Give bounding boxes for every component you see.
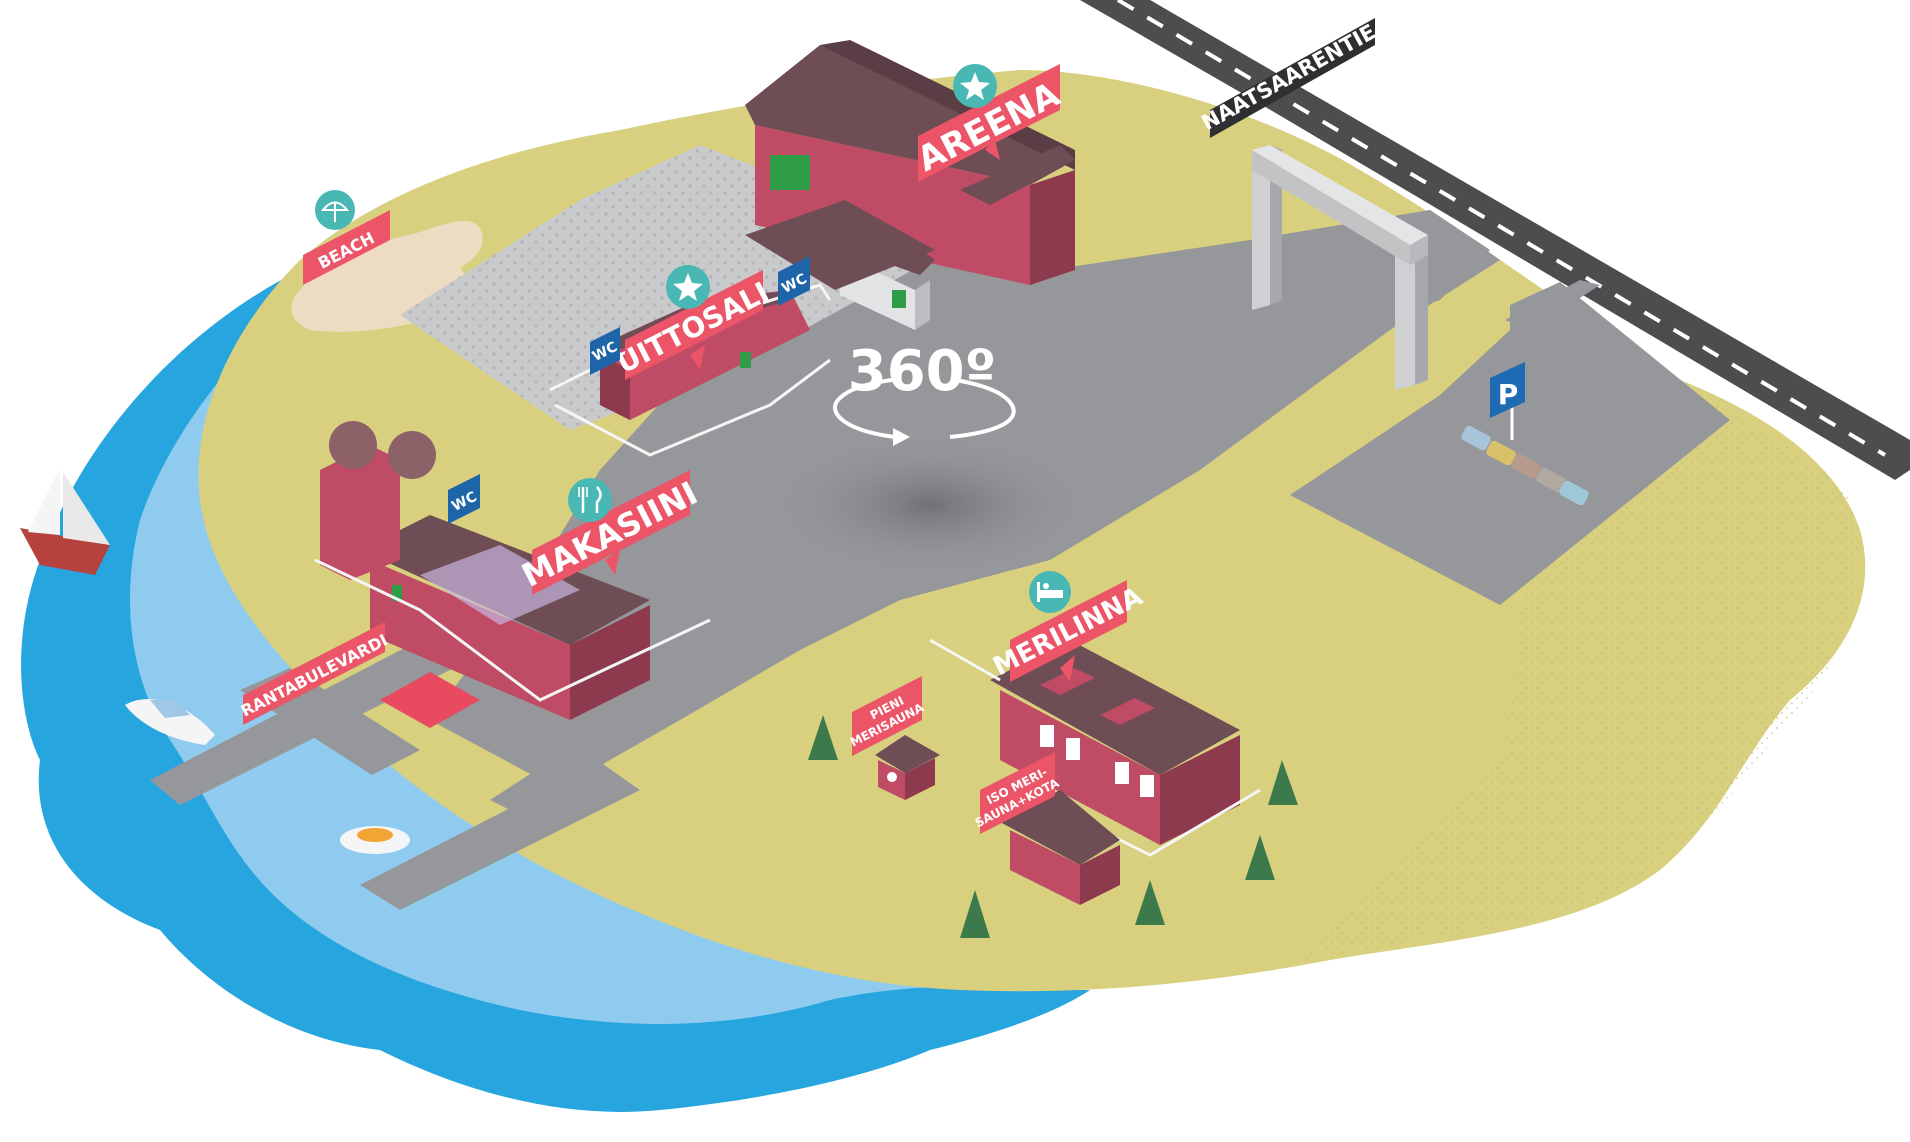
- wc-badge-uittosali-left[interactable]: WC: [590, 327, 620, 375]
- merilinna-building: [929, 638, 1261, 857]
- parking-label: P: [1498, 378, 1519, 411]
- makasiini-restaurant-icon: [568, 478, 612, 522]
- piers: [150, 640, 680, 910]
- iso-merisauna-building: [1000, 790, 1120, 905]
- land-grain: [1300, 340, 1860, 960]
- plaza-shadow: [770, 435, 1090, 575]
- parking-lot-top: [1505, 280, 1600, 330]
- parking-lot: [1290, 282, 1730, 605]
- parking-icon: [1490, 362, 1525, 418]
- makasiini-building: [314, 421, 711, 720]
- motorboat: [125, 699, 215, 745]
- parked-cars: [1461, 425, 1589, 506]
- jetski: [340, 826, 410, 854]
- wc-badge-makasiini[interactable]: WC: [448, 474, 480, 524]
- view-360-button[interactable]: 360º: [833, 339, 1016, 446]
- red-carpet: [380, 672, 480, 728]
- entrance-drive: [1250, 210, 1490, 340]
- white-house: [745, 200, 935, 330]
- trees: [808, 715, 1298, 938]
- entrance-gate: [1252, 145, 1428, 390]
- rotate-arrows-icon: [833, 378, 1016, 446]
- parking-sign[interactable]: P: [1490, 362, 1525, 440]
- sailboat: [20, 468, 110, 575]
- wc-badge-uittosali-right[interactable]: WC: [778, 256, 810, 306]
- nataasarentie-road: [1080, 0, 1910, 480]
- view-360-label: 360º: [848, 339, 996, 404]
- pieni-merisauna-building: [875, 735, 940, 800]
